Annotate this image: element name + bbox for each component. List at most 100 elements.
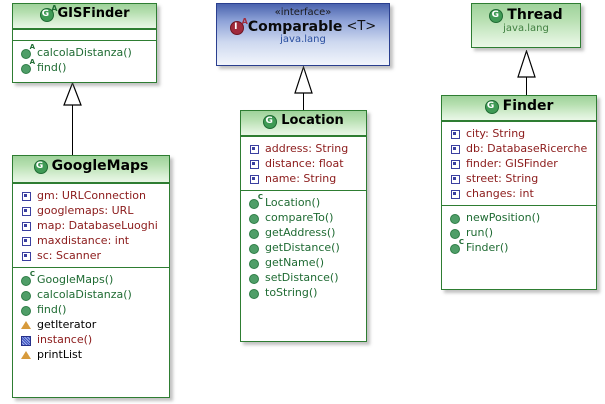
attribute-row[interactable]: googlemaps: URL [19, 203, 165, 218]
attribute-row[interactable]: maxdistance: int [19, 233, 165, 248]
attribute-label: googlemaps: URL [37, 204, 134, 217]
field-icon [450, 158, 461, 169]
class-package-thread: java.lang [503, 22, 549, 34]
field-icon [21, 235, 32, 246]
generalization-arrow-location-comparable [294, 66, 313, 94]
operation-icon [249, 212, 260, 224]
operation-row[interactable]: run() [448, 225, 592, 240]
class-icon: G [484, 99, 499, 115]
class-title-finder: G Finder [446, 99, 592, 115]
interface-box-comparable[interactable]: «interface» I A Comparable <T> java.lang [216, 3, 390, 66]
operation-icon [249, 272, 260, 284]
attribute-row[interactable]: sc: Scanner [19, 248, 165, 263]
field-icon [450, 173, 461, 184]
operation-row[interactable]: C Location() [247, 194, 362, 210]
operation-row[interactable]: getName() [247, 255, 362, 270]
operations-compartment-googlemaps: C GoogleMaps() calcolaDistanza() find() … [13, 267, 169, 366]
attributes-compartment-googlemaps: gm: URLConnection googlemaps: URL map: D… [13, 183, 169, 267]
static-field-icon [21, 334, 32, 346]
operation-icon [249, 242, 260, 254]
operation-label: getAddress() [265, 226, 336, 239]
constructor-icon: C [249, 194, 263, 209]
field-icon [21, 220, 32, 231]
operation-row[interactable]: C GoogleMaps() [19, 271, 165, 287]
operation-row[interactable]: find() [19, 302, 165, 317]
class-title-gisfinder: G A GISFinder [17, 5, 152, 22]
constructor-icon: C [450, 239, 464, 254]
class-box-location[interactable]: G Location address: String distance: flo… [240, 110, 367, 342]
attributes-compartment-finder: city: String db: DatabaseRicerche finder… [442, 121, 596, 205]
attributes-compartment-gisfinder [13, 29, 156, 40]
class-box-googlemaps[interactable]: G GoogleMaps gm: URLConnection googlemap… [12, 155, 170, 398]
attribute-row[interactable]: address: String [247, 141, 362, 156]
attribute-row[interactable]: db: DatabaseRicerche [448, 141, 592, 156]
interface-abstract-icon: I A [229, 17, 248, 35]
operations-compartment-location: C Location() compareTo() getAddress() ge… [241, 190, 366, 304]
generalization-line-googlemaps-gisfinder [72, 104, 73, 156]
operation-label: find() [37, 61, 67, 74]
operation-row[interactable]: getIterator [19, 317, 165, 332]
generalization-arrow-googlemaps-gisfinder [63, 82, 82, 106]
interface-package-comparable: java.lang [280, 34, 326, 46]
operation-row[interactable]: A calcolaDistanza() [19, 44, 152, 60]
class-header-location: G Location [241, 111, 366, 136]
attribute-label: city: String [466, 127, 526, 140]
class-icon: G [263, 114, 278, 129]
class-box-gisfinder[interactable]: G A GISFinder A calcolaDistanza() A find… [12, 3, 157, 83]
operation-row[interactable]: getDistance() [247, 240, 362, 255]
class-header-finder: G Finder [442, 96, 596, 121]
class-icon: G [489, 8, 504, 24]
class-header-googlemaps: G GoogleMaps [13, 156, 169, 183]
operation-row[interactable]: C Finder() [448, 239, 592, 255]
generalization-line-finder-thread [526, 77, 527, 96]
class-name-location: Location [281, 113, 344, 129]
class-name-gisfinder: GISFinder [57, 6, 130, 22]
field-icon [249, 173, 260, 184]
field-icon [21, 190, 32, 201]
interface-header-comparable: «interface» I A Comparable <T> java.lang [217, 4, 389, 65]
operation-label: run() [466, 226, 494, 239]
attribute-label: street: String [466, 172, 539, 185]
attribute-row[interactable]: finder: GISFinder [448, 156, 592, 171]
operation-row[interactable]: printList [19, 347, 165, 362]
attribute-row[interactable]: street: String [448, 171, 592, 186]
operation-row[interactable]: newPosition() [448, 210, 592, 225]
operation-row[interactable]: toString() [247, 285, 362, 300]
field-icon [450, 128, 461, 139]
attribute-label: sc: Scanner [37, 249, 101, 262]
warning-triangle-icon [21, 319, 32, 330]
class-title-googlemaps: G GoogleMaps [17, 159, 165, 175]
operation-label: compareTo() [265, 211, 334, 224]
attribute-row[interactable]: map: DatabaseLuoghi [19, 218, 165, 233]
operation-label: printList [37, 348, 83, 361]
operations-compartment-gisfinder: A calcolaDistanza() A find() [13, 40, 156, 79]
operation-row[interactable]: getAddress() [247, 225, 362, 240]
operation-label: setDistance() [265, 271, 339, 284]
operation-icon [249, 287, 260, 299]
field-icon [249, 143, 260, 154]
attribute-label: address: String [265, 142, 349, 155]
operation-label: getDistance() [265, 241, 340, 254]
class-box-thread[interactable]: G Thread java.lang [471, 3, 581, 48]
field-icon [450, 188, 461, 199]
attribute-row[interactable]: gm: URLConnection [19, 188, 165, 203]
class-title-location: G Location [245, 113, 362, 129]
operation-label: GoogleMaps() [37, 273, 114, 286]
operation-abstract-icon: A [21, 59, 35, 74]
operation-row[interactable]: compareTo() [247, 210, 362, 225]
operation-icon [21, 289, 32, 301]
attribute-row[interactable]: city: String [448, 126, 592, 141]
operation-row[interactable]: A find() [19, 59, 152, 75]
attribute-row[interactable]: name: String [247, 171, 362, 186]
operation-row[interactable]: calcolaDistanza() [19, 287, 165, 302]
class-box-finder[interactable]: G Finder city: String db: DatabaseRicerc… [441, 95, 597, 290]
field-icon [450, 143, 461, 154]
operation-row[interactable]: instance() [19, 332, 165, 347]
attribute-row[interactable]: changes: int [448, 186, 592, 201]
field-icon [21, 250, 32, 261]
operation-row[interactable]: setDistance() [247, 270, 362, 285]
class-header-thread: G Thread java.lang [472, 4, 580, 47]
attribute-row[interactable]: distance: float [247, 156, 362, 171]
generalization-line-location-comparable [303, 93, 304, 111]
operation-label: getIterator [37, 318, 97, 331]
